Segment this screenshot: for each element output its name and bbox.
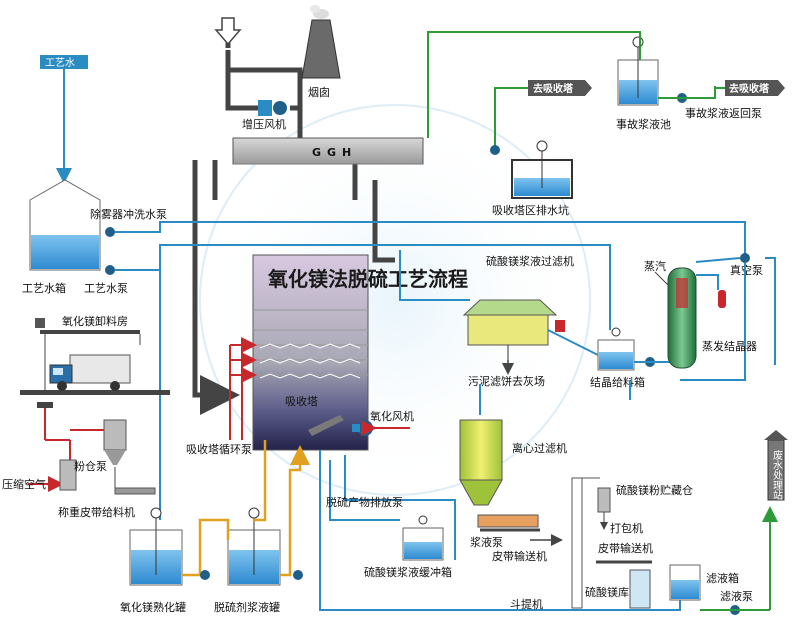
slurry-pump-label: 浆液泵 [470, 535, 503, 549]
mgso4-powder-bin [597, 487, 611, 530]
desulf-slurry-tank [227, 507, 281, 586]
delivery-truck [49, 354, 131, 391]
to-absorber-tag-1-label[interactable]: 去吸收塔 [533, 82, 574, 95]
page-title: 氧化镁法脱硫工艺流程 [267, 267, 468, 291]
slaking-pump-icon [200, 570, 210, 580]
vacuum-pump-icon [740, 253, 750, 263]
desulf-slurry-tank-label: 脱硫剂浆液罐 [214, 600, 280, 614]
absorber-circ-pump-label: 吸收塔循环泵 [186, 442, 252, 456]
slurry-pump-icon [293, 570, 303, 580]
bucket-elevator-label: 斗提机 [510, 597, 543, 611]
mgso4-buffer-tank-label: 硫酸镁浆液缓冲箱 [364, 565, 452, 579]
process-water-tank-label: 工艺水箱 [22, 281, 66, 295]
demister-pump-label: 除雾器冲洗水泵 [90, 207, 167, 221]
oxidation-fan-label: 氧化风机 [370, 409, 414, 423]
booster-fan-label: 增压风机 [242, 117, 286, 131]
absorber-tower [252, 254, 369, 451]
belt-conveyor [477, 514, 540, 532]
mgso4-store-label: 硫酸镁库 [585, 585, 629, 599]
absorber-zone-label: 吸收塔 [285, 394, 318, 408]
process-water-tag-box [40, 55, 88, 69]
mgo-unload-label: 氧化镁卸料房 [62, 314, 128, 328]
mgso4-buffer-tank [402, 515, 444, 561]
flue-gas-lines [192, 50, 395, 415]
bucket-elevator [571, 477, 600, 609]
return-lines [427, 31, 716, 150]
accident-return-pump-label: 事故浆液返回泵 [685, 106, 762, 120]
mgso4-filter [462, 299, 565, 360]
filter-to-feed-line [547, 329, 599, 356]
booster-fan [258, 100, 287, 116]
mgso4-powder-bin-label: 硫酸镁粉贮藏仓 [616, 483, 693, 497]
wastewater-station [764, 430, 788, 501]
belt-conveyor-2-label: 皮带输送机 [598, 541, 653, 555]
demister-pump-icon [105, 227, 115, 237]
slurry-feed-lines [182, 440, 310, 577]
sludge-cake-label: 污泥滤饼去灰场 [468, 374, 545, 388]
sump-pit-label: 吸收塔区排水坑 [492, 203, 569, 217]
process-water-pump-label: 工艺水泵 [84, 282, 128, 295]
filtrate-pump-label: 滤液泵 [720, 589, 753, 603]
accident-tank-label: 事故浆液池 [616, 117, 671, 131]
accident-tank [617, 36, 659, 106]
centrifuge [459, 419, 503, 506]
evap-crystallizer [667, 267, 697, 369]
crystal-feed-tank-label: 结晶给料箱 [590, 375, 645, 389]
compressed-air-label: 压缩空气 [2, 477, 46, 491]
mgso4-filter-label: 硫酸镁浆液过滤机 [486, 254, 574, 268]
powder-bin-label: 粉仓泵 [74, 459, 107, 473]
process-water-tank [29, 179, 101, 271]
product-pump-label: 脱硫产物排放泵 [326, 495, 403, 509]
belt-feeder-label: 称重皮带给料机 [58, 505, 135, 519]
chimney [301, 5, 341, 79]
sump-pit [511, 140, 573, 199]
wastewater-station-label: 废水处理站 [771, 449, 783, 501]
belt-conveyor-label: 皮带输送机 [492, 549, 547, 563]
sump-pump-icon [490, 145, 500, 155]
vacuum-pump-label: 真空泵 [730, 263, 763, 277]
evap-crystallizer-label: 蒸发结晶器 [702, 339, 757, 353]
filtrate-tank [669, 564, 701, 601]
mgo-unload-house [20, 318, 170, 395]
packing-machine-label: 打包机 [610, 521, 643, 535]
mgo-slaking-tank-label: 氧化镁熟化罐 [120, 600, 186, 614]
flue-inlet-arrow [214, 17, 242, 46]
centrifuge-label: 离心过滤机 [512, 441, 567, 455]
chimney-label: 烟囱 [308, 85, 330, 99]
to-absorber-tag-2-label[interactable]: 去吸收塔 [729, 82, 770, 95]
powder-bin [103, 419, 127, 465]
to-absorber-tag-1 [528, 80, 592, 96]
belt-feeder [114, 467, 156, 495]
condenser-icon [718, 290, 726, 308]
ggh-label: GGH [312, 146, 357, 159]
mgo-slaking-tank [129, 507, 183, 586]
process-water-pump-icon [105, 265, 115, 275]
process-water-tag: 工艺水 [45, 57, 75, 69]
ggh-unit [232, 137, 424, 165]
crystal-feed-tank [597, 327, 635, 371]
compressed-air-line [28, 402, 105, 492]
filtrate-tank-label: 滤液箱 [706, 571, 739, 585]
water-lines [115, 221, 746, 520]
circulation-lines [229, 337, 257, 440]
steam-label: 蒸汽 [644, 259, 666, 273]
to-absorber-tag-2 [725, 80, 785, 96]
mgso4-store [629, 569, 651, 609]
